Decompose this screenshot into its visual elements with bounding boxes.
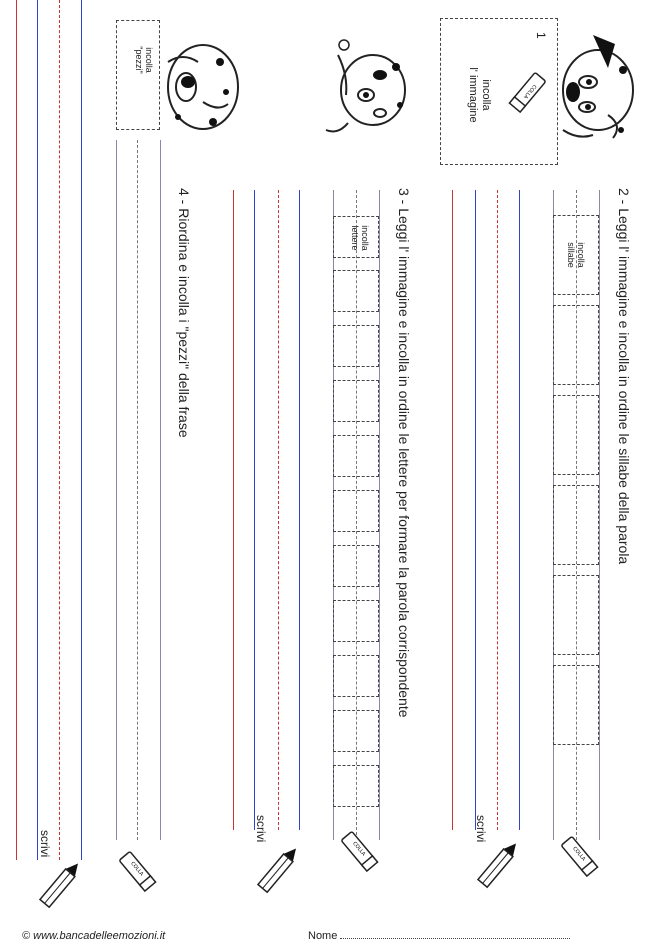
paste-image-box[interactable] — [440, 18, 558, 165]
glue-stick-icon: COLLA — [506, 68, 548, 123]
dalmatian-puppy-icon — [158, 32, 248, 147]
paste-pieces-label: incolla"pezzi" — [134, 46, 154, 74]
syllable-box[interactable] — [553, 665, 599, 745]
section4-instruction: 4 - Riordina e incolla i "pezzi" della f… — [176, 188, 192, 438]
letter-box[interactable] — [333, 545, 379, 587]
letter-box[interactable] — [333, 765, 379, 807]
writing-line — [475, 190, 476, 830]
letter-box[interactable] — [333, 270, 379, 312]
writing-line — [37, 0, 38, 860]
section3-instruction: 3 - Leggi l' immagine e incolla in ordin… — [396, 188, 412, 718]
writing-line — [233, 190, 234, 830]
syllable-box[interactable] — [553, 575, 599, 655]
syllable-box[interactable] — [553, 485, 599, 565]
syllable-box[interactable] — [553, 395, 599, 475]
writing-line — [278, 190, 279, 830]
pencil-icon — [468, 835, 528, 900]
letter-box[interactable] — [333, 600, 379, 642]
dalmatian-puppy-icon — [553, 30, 643, 155]
writing-line — [519, 190, 520, 830]
name-line[interactable] — [340, 928, 571, 939]
pencil-icon — [248, 840, 308, 905]
writing-line — [379, 190, 380, 840]
write-label: scrivi — [254, 815, 268, 843]
letter-box[interactable] — [333, 655, 379, 697]
writing-line — [81, 0, 82, 860]
writing-line — [599, 190, 600, 840]
paste-pieces-box[interactable] — [116, 20, 160, 130]
letter-box[interactable] — [333, 380, 379, 422]
letter-box[interactable] — [333, 435, 379, 477]
letter-box[interactable] — [333, 710, 379, 752]
writing-line — [356, 190, 357, 840]
writing-line — [452, 190, 453, 830]
writing-line — [16, 0, 17, 860]
section2-instruction: 2 - Leggi l' immagine e incolla in ordin… — [616, 188, 632, 565]
writing-line — [59, 0, 60, 860]
letter-box[interactable] — [333, 490, 379, 532]
pencil-icon — [30, 855, 90, 920]
writing-line — [254, 190, 255, 830]
writing-line — [299, 190, 300, 830]
name-field[interactable]: Nome — [308, 928, 571, 942]
copyright: © www.bancadelleemozioni.it — [22, 930, 166, 942]
syllable-box[interactable] — [553, 305, 599, 385]
writing-line — [116, 140, 117, 840]
glue-stick-icon: COLLA — [335, 825, 385, 885]
write-label: scrivi — [38, 830, 52, 858]
paste-syllables-box[interactable] — [553, 215, 599, 295]
writing-line — [137, 140, 138, 840]
glue-stick-icon: COLLA — [555, 830, 605, 890]
letter-box[interactable] — [333, 325, 379, 367]
writing-line — [576, 190, 577, 840]
writing-line — [497, 190, 498, 830]
name-label: Nome — [308, 930, 338, 942]
dalmatian-puppy-icon — [318, 35, 418, 150]
exercise-number: 1 — [534, 32, 548, 39]
writing-line — [160, 140, 161, 840]
glue-stick-icon: COLLA — [113, 845, 163, 905]
paste-letters-box[interactable] — [333, 216, 379, 258]
